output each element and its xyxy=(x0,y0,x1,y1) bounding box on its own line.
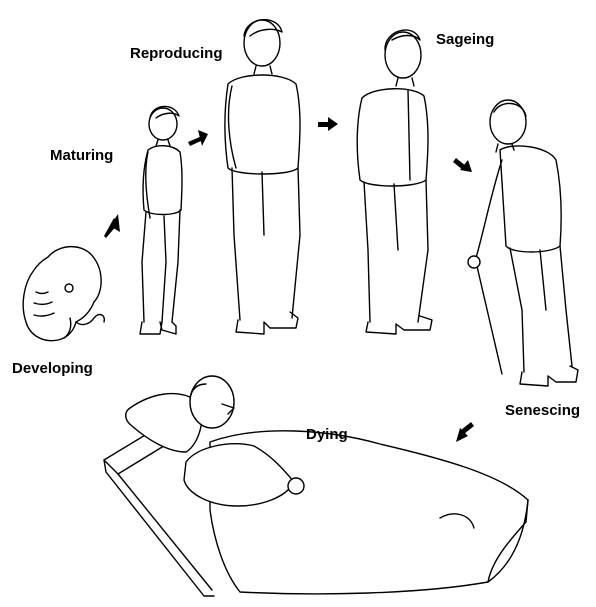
label-dying: Dying xyxy=(306,426,348,443)
arrow-reproducing-to-sageing xyxy=(318,117,338,131)
label-maturing: Maturing xyxy=(50,147,113,164)
arrow-developing-to-maturing xyxy=(104,214,120,238)
arrow-sageing-to-senescing xyxy=(453,158,472,172)
label-reproducing: Reproducing xyxy=(130,45,223,62)
arrow-senescing-to-dying xyxy=(456,422,474,442)
embryo-figure xyxy=(23,247,104,341)
bed-figure xyxy=(104,376,528,596)
arrow-maturing-to-reproducing xyxy=(188,130,208,146)
label-senescing: Senescing xyxy=(505,402,580,419)
man-figure xyxy=(225,20,300,334)
elderly-man-with-cane-figure xyxy=(468,100,578,386)
older-man-figure xyxy=(357,30,432,334)
boy-figure xyxy=(140,106,182,334)
label-developing: Developing xyxy=(12,360,93,377)
label-sageing: Sageing xyxy=(436,31,494,48)
